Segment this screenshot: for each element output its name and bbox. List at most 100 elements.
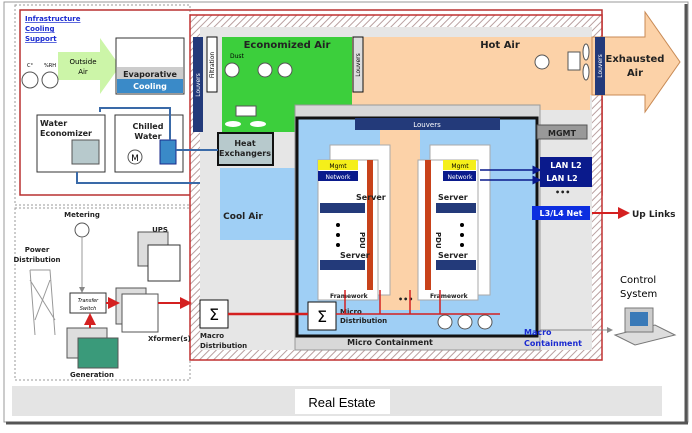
- outside-air-arrow: [58, 38, 120, 94]
- l3l4-net-label: L3/L4 Net: [540, 209, 583, 218]
- mgmt-label-left: Mgmt: [329, 163, 347, 170]
- metering-gauge: [74, 222, 90, 238]
- power-distribution-label-2: Distribution: [13, 256, 60, 264]
- economized-air-label: Economized Air: [244, 40, 331, 51]
- cool-air-label: Cool Air: [223, 212, 263, 222]
- server-label-left-2: Server: [340, 251, 370, 260]
- chilled-water-label-2: Water: [134, 132, 161, 141]
- louvers-left-label: Louvers: [195, 73, 202, 97]
- control-system-label-1: Control: [620, 275, 656, 286]
- filtration: [206, 36, 218, 93]
- water-economizer-label-1: Water: [40, 119, 67, 128]
- heat-exchangers-label-2: Exchangers: [219, 149, 271, 158]
- motor-icon: [127, 149, 143, 165]
- louvers-mid-label: Louvers: [355, 53, 362, 77]
- power-tower-icon: [29, 269, 56, 336]
- outside-air-label-1: Outside: [69, 58, 96, 66]
- hot-air-label: Hot Air: [480, 40, 520, 51]
- transformer-icon: [115, 287, 159, 333]
- micro-containment-label: Micro Containment: [347, 338, 433, 347]
- mgmt-box-left: [318, 160, 358, 170]
- real-estate-label: Real Estate: [308, 395, 375, 410]
- cool-air-zone: [220, 168, 285, 240]
- filtration-label: Filtration: [209, 52, 216, 79]
- macro-distribution-label-1: Macro: [200, 332, 224, 340]
- rack-right: Mgmt Network Server Server PDU Framework: [417, 144, 491, 301]
- network-label-right: Network: [447, 174, 473, 181]
- louvers-mid: [352, 36, 364, 93]
- server-right-1: [436, 203, 476, 213]
- micro-distribution-label-2: Distribution: [340, 317, 387, 325]
- xformer-label: Xformer(s): [148, 335, 191, 343]
- server-left-1: [320, 203, 365, 213]
- ups-icon: [137, 231, 181, 282]
- server-label-left-1: Server: [356, 193, 386, 202]
- chilled-water-label-1: Chilled: [133, 122, 164, 131]
- power-distribution-label-1: Power: [25, 246, 50, 254]
- exhausted-air-label-1: Exhausted: [606, 54, 665, 65]
- mgmt-label-right: Mgmt: [451, 163, 469, 170]
- network-label-left: Network: [325, 174, 351, 181]
- louvers-left: [193, 37, 203, 132]
- dust-gauge-label: Dust: [230, 53, 245, 60]
- motor-symbol: M: [131, 154, 139, 164]
- lan-l2-stack: [540, 157, 592, 187]
- server-label-right-2: Server: [438, 251, 468, 260]
- network-box-left: [318, 171, 358, 181]
- mgmt-switch: [536, 124, 588, 140]
- real-estate-label-box: [295, 389, 390, 414]
- louvers-right-label: Louvers: [597, 54, 604, 78]
- mgmt-box-right: [443, 160, 476, 170]
- sigma-icon: Σ: [209, 305, 219, 324]
- transfer-switch-label-1: Transfer: [78, 298, 99, 304]
- pdu-label-right: PDU: [434, 232, 442, 249]
- control-system-label-2: System: [620, 289, 657, 300]
- lan-ellipsis: •••: [555, 188, 570, 197]
- heat-exchangers-label-1: Heat: [234, 139, 256, 148]
- computer-icon: [613, 307, 677, 346]
- micro-distribution-label-1: Micro: [340, 308, 362, 316]
- evaporative-label-2: Cooling: [133, 82, 167, 91]
- network-box-right: [443, 171, 476, 181]
- rh-gauge: [41, 71, 59, 89]
- rh-gauge-label: %RH: [44, 63, 56, 69]
- pdu-label-left: PDU: [358, 232, 366, 249]
- water-economizer-label-2: Economizer: [40, 129, 92, 138]
- up-links-label: Up Links: [632, 210, 675, 220]
- server-left-2: [320, 260, 365, 270]
- macro-distribution-label-2: Distribution: [200, 342, 247, 350]
- l3l4-net: [532, 206, 590, 220]
- transfer-switch-label-2: Switch: [80, 306, 97, 312]
- server-label-right-1: Server: [438, 193, 468, 202]
- louvers-bar: [355, 118, 500, 130]
- temp-gauge-label: C°: [27, 63, 33, 69]
- lan-l2-label-1: LAN L2: [550, 161, 581, 170]
- rack-left: Mgmt Network Server Server PDU Framework: [317, 144, 391, 301]
- louvers-right: [595, 37, 605, 95]
- temp-gauge: [21, 71, 39, 89]
- hot-air-gauge: [534, 54, 550, 70]
- infra-title-3: Support: [25, 35, 57, 43]
- pdu-left: [367, 160, 373, 290]
- outside-air-label-2: Air: [78, 68, 88, 76]
- macro-containment-label-2: Containment: [524, 339, 582, 348]
- metering-label: Metering: [64, 211, 100, 219]
- framework-label-left: Framework: [330, 293, 369, 300]
- sigma-icon: Σ: [317, 307, 327, 326]
- generation-label: Generation: [70, 371, 114, 379]
- evaporative-label-1: Evaporative: [123, 70, 177, 79]
- ups-label: UPS: [152, 226, 168, 234]
- economized-gauges: [224, 62, 293, 78]
- exhausted-air-label-2: Air: [627, 68, 643, 79]
- infra-title-2: Cooling: [25, 25, 55, 33]
- rack-ellipsis: •••: [398, 295, 413, 304]
- louvers-bar-label: Louvers: [413, 121, 441, 129]
- mgmt-switch-label: MGMT: [548, 129, 576, 138]
- micro-gauges: [437, 314, 493, 330]
- micro-distribution-box: [307, 301, 337, 331]
- chiller-coil-icon: [159, 139, 177, 165]
- framework-label-right: Framework: [430, 293, 469, 300]
- server-right-2: [436, 260, 476, 270]
- lan-l2-label-2: LAN L2: [546, 174, 577, 183]
